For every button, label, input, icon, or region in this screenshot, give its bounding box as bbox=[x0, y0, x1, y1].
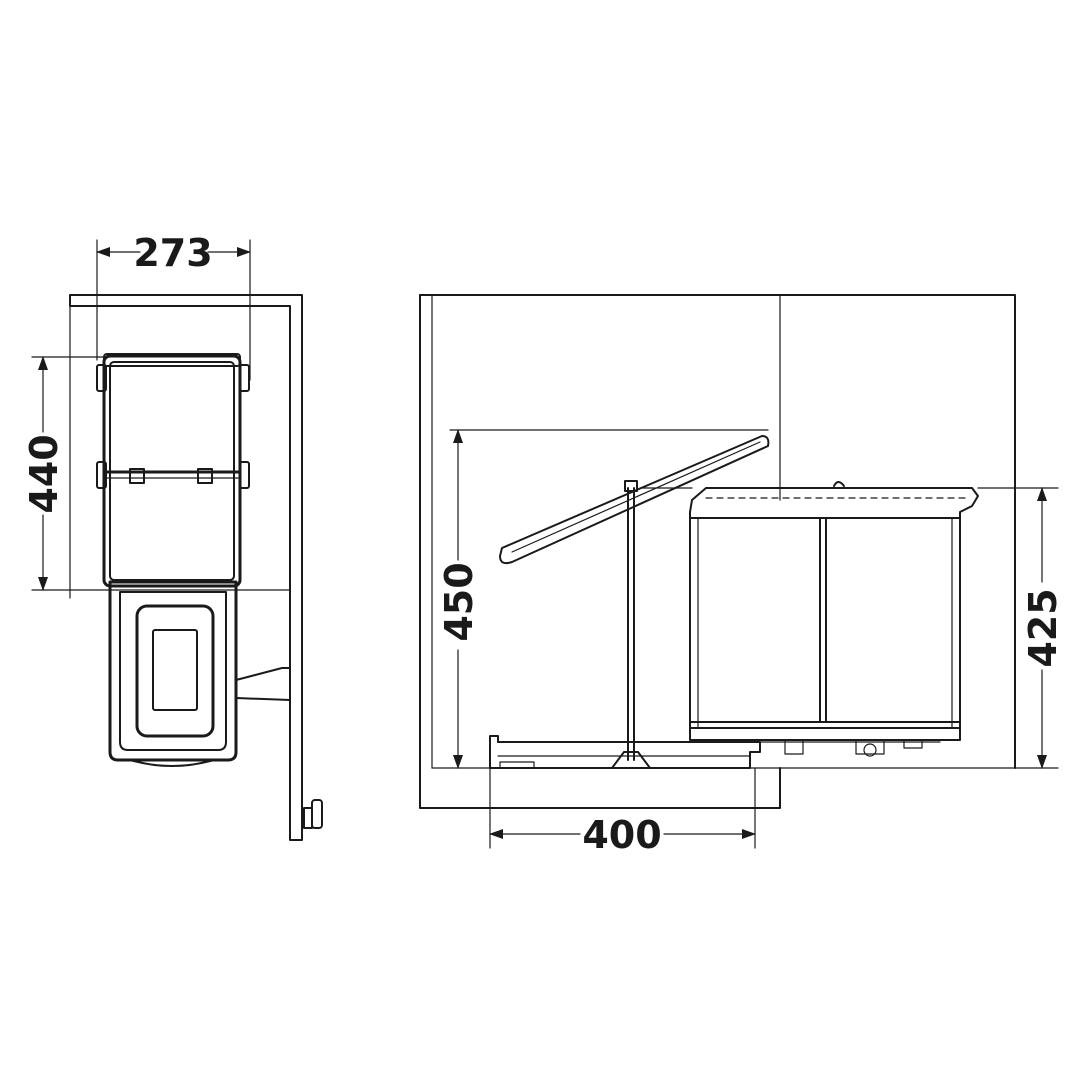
top-view-upper-bin bbox=[96, 353, 250, 588]
side-view-cabinet-outline bbox=[419, 294, 1016, 809]
dimension-440-label: 440 bbox=[22, 434, 66, 513]
side-view: 450 425 400 bbox=[419, 294, 1065, 857]
side-view-bin bbox=[689, 481, 979, 757]
side-view-open-lid bbox=[499, 435, 770, 769]
top-view-cabinet-outline bbox=[69, 294, 303, 841]
dimension-273: 273 bbox=[96, 231, 251, 381]
top-view-lower-bin bbox=[108, 580, 323, 829]
dimension-450-label: 450 bbox=[437, 562, 481, 641]
dimension-425: 425 bbox=[977, 487, 1065, 769]
side-view-runner bbox=[489, 735, 761, 769]
dimension-400: 400 bbox=[489, 767, 756, 857]
dimension-440: 440 bbox=[22, 356, 291, 591]
dimension-400-label: 400 bbox=[582, 813, 661, 857]
dimension-450: 450 bbox=[437, 429, 769, 769]
dimension-273-label: 273 bbox=[133, 231, 212, 275]
dimension-425-label: 425 bbox=[1021, 588, 1065, 667]
top-view: 273 440 bbox=[22, 231, 323, 841]
